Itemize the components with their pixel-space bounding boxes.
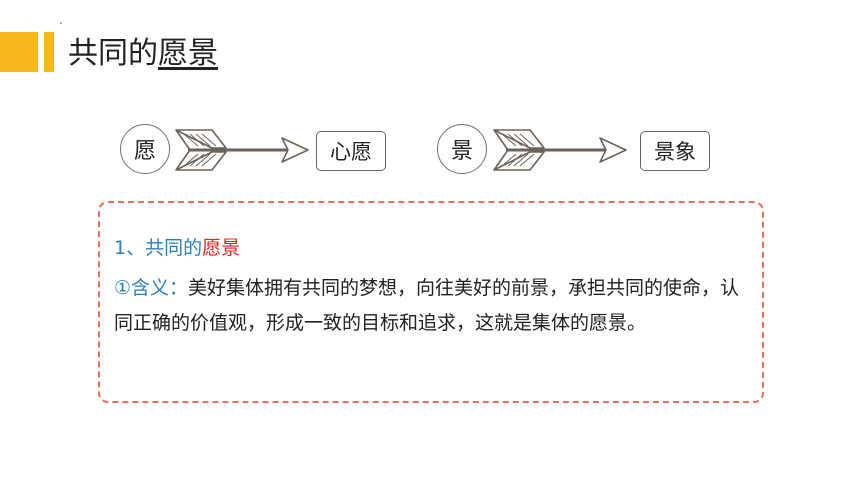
decorative-dot bbox=[60, 22, 62, 24]
word-box-1: 心愿 bbox=[316, 131, 386, 171]
page-title: 共同的愿景 bbox=[68, 34, 218, 74]
arrow-icon-2 bbox=[493, 129, 627, 171]
title-accent-bar bbox=[0, 32, 38, 72]
char-circle-1: 愿 bbox=[120, 124, 170, 174]
word-box-1-label: 心愿 bbox=[330, 140, 372, 164]
section-heading: 1、共同的愿景 bbox=[114, 234, 240, 262]
definition-label: ①含义： bbox=[114, 277, 189, 299]
page-title-underlined: 愿景 bbox=[158, 36, 218, 71]
char-circle-2: 景 bbox=[437, 124, 487, 174]
section-heading-highlight: 愿景 bbox=[202, 237, 241, 259]
page-title-prefix: 共同的 bbox=[68, 36, 158, 71]
word-box-2: 景象 bbox=[640, 131, 710, 171]
title-accent-bar-thin bbox=[44, 32, 54, 72]
char-circle-2-label: 景 bbox=[450, 139, 473, 164]
word-box-2-label: 景象 bbox=[654, 140, 696, 164]
arrow-icon-1 bbox=[175, 129, 309, 171]
definition-text: 美好集体拥有共同的梦想，向往美好的前景，承担共同的使命，认同正确的价值观，形成一… bbox=[114, 277, 740, 334]
content-box bbox=[98, 201, 764, 403]
char-circle-1-label: 愿 bbox=[133, 139, 156, 164]
definition-paragraph: ①含义：美好集体拥有共同的梦想，向往美好的前景，承担共同的使命，认同正确的价值观… bbox=[114, 271, 744, 341]
section-heading-prefix: 1、共同的 bbox=[114, 237, 203, 259]
